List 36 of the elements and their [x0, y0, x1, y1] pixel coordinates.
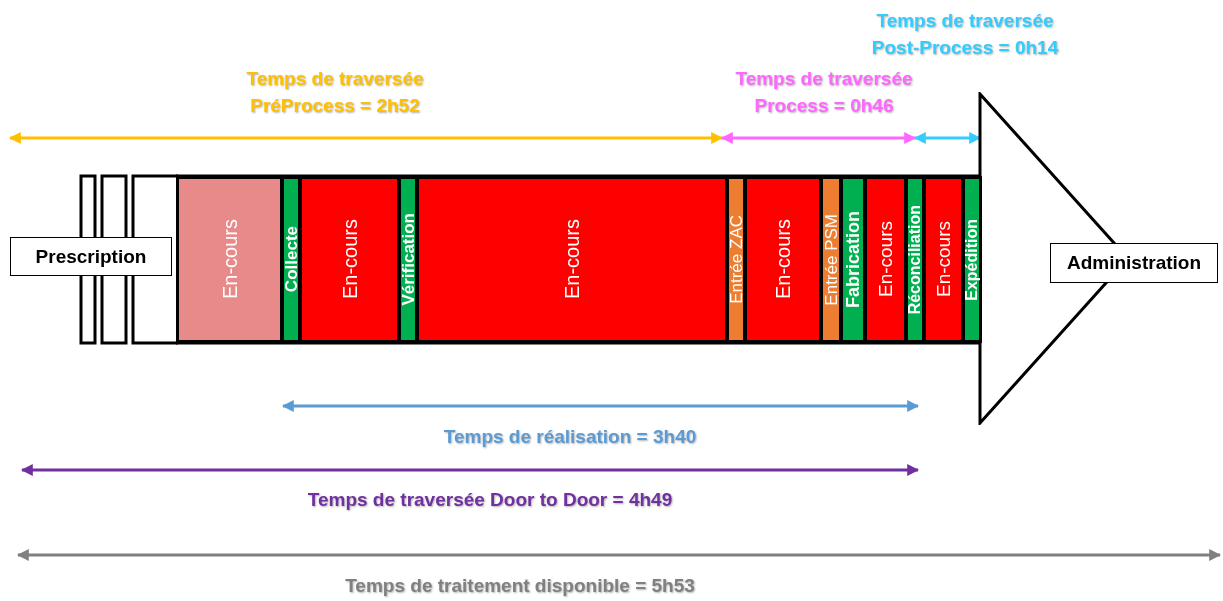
segment-block [744, 176, 822, 343]
step-bar [281, 176, 301, 343]
segment-block [416, 176, 728, 343]
time-label: Temps de traversée Process = 0h46 [734, 67, 914, 118]
process-box [10, 237, 172, 276]
segment-block [176, 176, 283, 343]
segment-label: Fabrication [844, 211, 862, 308]
segment-block [864, 176, 907, 343]
step-bar [726, 176, 746, 343]
segment-label: Entrée PSM [822, 213, 840, 306]
time-label: Temps de traversée PréProcess = 2h52 [245, 67, 425, 118]
segment-label: En-cours [876, 221, 895, 298]
segment-label: En-cours [339, 219, 360, 300]
step-bar [962, 176, 982, 343]
segment-block [923, 176, 964, 343]
segment-block [299, 176, 400, 343]
step-label: Administration [1066, 252, 1202, 274]
segment-label: Collecte [282, 226, 300, 293]
time-label: Temps de réalisation = 3h40 [442, 425, 698, 449]
step-bar [398, 176, 418, 343]
step-label: Prescription [35, 245, 147, 268]
time-label: Temps de traversée Door to Door = 4h49 [306, 488, 674, 512]
time-label: Temps de traitement disponible = 5h53 [344, 574, 696, 598]
segment-label: Entrée ZAC [727, 215, 745, 304]
segment-label: En-cours [562, 219, 582, 300]
segment-label: Expédition [964, 218, 980, 301]
step-bar [905, 176, 925, 343]
step-bar [820, 176, 842, 343]
time-label: Temps de traversée Post-Process = 0h14 [870, 9, 1060, 60]
segment-label: Vérification [399, 213, 417, 306]
step-bar [840, 176, 866, 343]
segment-label: En-cours [934, 221, 953, 298]
segment-label: En-cours [773, 219, 793, 300]
segment-label: Réconciliation [907, 204, 923, 315]
segment-label: En-cours [219, 219, 240, 300]
process-box [1050, 243, 1218, 283]
